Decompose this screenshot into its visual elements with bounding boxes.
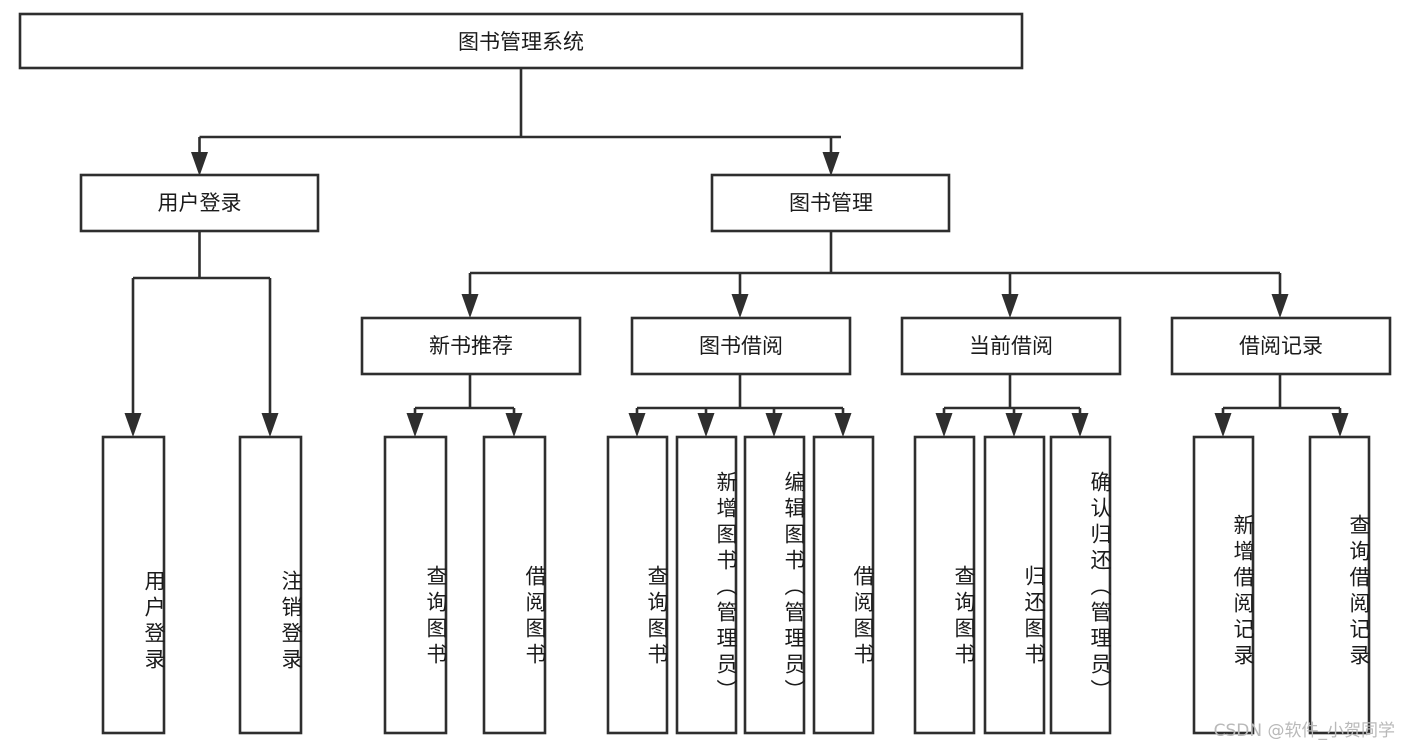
node-leaf-query-record-box[interactable] (1308, 435, 1371, 735)
arrowhead-to-leaf-user-login (124, 413, 142, 437)
node-book-borrow-box[interactable] (630, 316, 852, 376)
node-book-manage[interactable]: 图书管理 (710, 173, 951, 233)
edge-layer (124, 68, 1349, 437)
arrowhead-to-leaf-query-record (1331, 413, 1349, 437)
arrowhead-to-current-borrow (1001, 294, 1019, 318)
edge-new-book-recommend-trunk (413, 374, 516, 418)
node-root[interactable]: 图书管理系统 (18, 12, 1024, 70)
node-book-manage-box[interactable] (710, 173, 951, 233)
node-leaf-user-login-box[interactable] (101, 435, 166, 735)
arrowhead-to-leaf-edit-book (765, 413, 783, 437)
arrowhead-to-leaf-query-book-bb (628, 413, 646, 437)
node-current-borrow-label: 当前借阅 (969, 334, 1053, 358)
edge-book-borrow-trunk (635, 374, 845, 418)
arrowhead-to-leaf-borrow-book-bb (834, 413, 852, 437)
edge-current-borrow-trunk (942, 374, 1082, 418)
node-user-login-box[interactable] (79, 173, 320, 233)
node-borrow-record-label: 借阅记录 (1239, 334, 1323, 358)
node-root-label: 图书管理系统 (458, 30, 584, 54)
node-book-borrow-label: 图书借阅 (699, 334, 783, 358)
edge-borrow-record-trunk (1221, 374, 1342, 418)
arrowhead-to-leaf-add-book (697, 413, 715, 437)
node-leaf-edit-book-box[interactable] (743, 435, 806, 735)
arrowhead-to-leaf-query-book-cb (935, 413, 953, 437)
edge-book-manage-trunk (468, 231, 1282, 299)
arrowhead-to-leaf-query-book-nb (406, 413, 424, 437)
node-current-borrow[interactable]: 当前借阅 (900, 316, 1122, 376)
arrowhead-to-leaf-logout (261, 413, 279, 437)
node-leaf-add-book-box[interactable] (675, 435, 738, 735)
node-new-book-recommend[interactable]: 新书推荐 (360, 316, 582, 376)
node-user-login-label: 用户登录 (158, 191, 242, 215)
node-new-book-recommend-box[interactable] (360, 316, 582, 376)
csdn-watermark: CSDN @软件_小贺同学 (1213, 721, 1395, 741)
arrowhead-root-to-user-login (191, 152, 208, 176)
arrowhead-to-leaf-return-book (1005, 413, 1023, 437)
node-book-manage-label: 图书管理 (789, 191, 873, 215)
node-user-login[interactable]: 用户登录 (79, 173, 320, 233)
node-leaf-return-book-box[interactable] (983, 435, 1046, 735)
node-leaf-borrow-book-bb-box[interactable] (812, 435, 875, 735)
arrowhead-to-new-book-recommend (461, 294, 479, 318)
node-borrow-record[interactable]: 借阅记录 (1170, 316, 1392, 376)
arrowhead-root-to-book-manage (822, 152, 840, 176)
node-leaf-logout-box[interactable] (238, 435, 303, 735)
arrowhead-to-leaf-borrow-book-nb (505, 413, 523, 437)
node-current-borrow-box[interactable] (900, 316, 1122, 376)
arrowhead-to-leaf-add-record (1214, 413, 1232, 437)
node-layer: 图书管理系统 用户登录 图书管理 新书推荐 图书借阅 (18, 12, 1392, 735)
node-root-box[interactable] (18, 12, 1024, 70)
node-leaf-query-book-nb-box[interactable] (383, 435, 448, 735)
arrowhead-to-book-borrow (731, 294, 749, 318)
node-new-book-recommend-label: 新书推荐 (429, 334, 513, 358)
arrowhead-to-borrow-record (1271, 294, 1289, 318)
arrowhead-to-leaf-confirm-return (1071, 413, 1089, 437)
node-book-borrow[interactable]: 图书借阅 (630, 316, 852, 376)
node-borrow-record-box[interactable] (1170, 316, 1392, 376)
node-leaf-query-book-bb-box[interactable] (606, 435, 669, 735)
edge-user-login-trunk (131, 231, 272, 418)
node-leaf-query-book-cb-box[interactable] (913, 435, 976, 735)
node-leaf-add-record-box[interactable] (1192, 435, 1255, 735)
node-leaf-borrow-book-nb-box[interactable] (482, 435, 547, 735)
edge-root-trunk (198, 68, 841, 158)
node-leaf-confirm-return-box[interactable] (1049, 435, 1112, 735)
